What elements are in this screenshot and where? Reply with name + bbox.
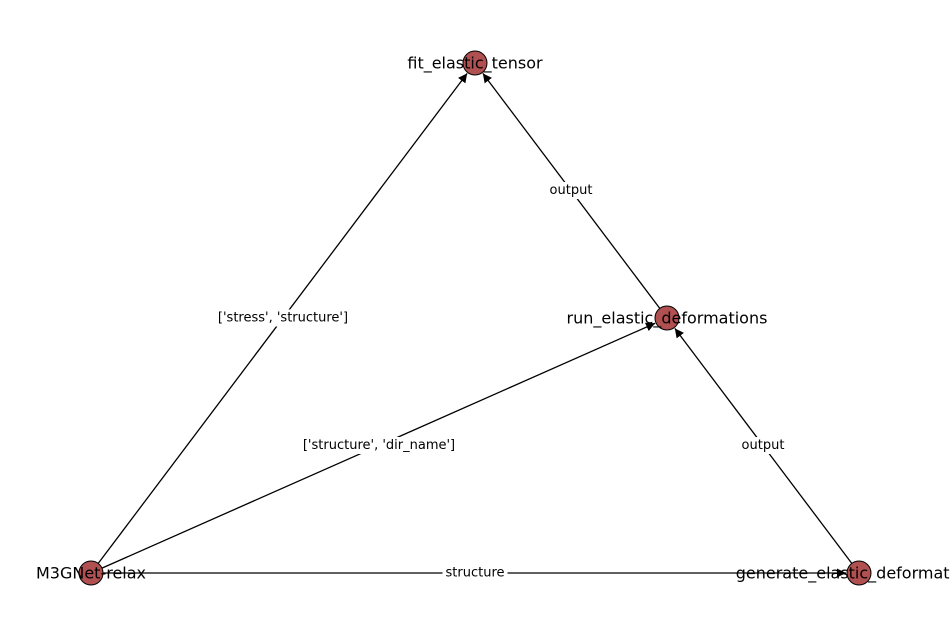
edge-label-relax-to-fit: ['stress', 'structure'] (214, 309, 352, 327)
edge-label-gen-to-run: output (738, 437, 788, 454)
edge-label-text: output (550, 183, 593, 198)
node-label-gen: generate_elastic_deformations (736, 564, 950, 584)
edge-label-run-to-fit: output (546, 182, 596, 199)
node-label-run: run_elastic_deformations (567, 309, 768, 329)
node-label-relax: M3GNet-relax (36, 564, 146, 583)
edge-label-background (442, 564, 508, 582)
node-label-fit: fit_elastic_tensor (407, 54, 543, 74)
node-gen (846, 560, 872, 586)
node-run (654, 305, 680, 331)
edge-label-background (738, 437, 788, 454)
edge-label-relax-to-gen: structure (442, 564, 508, 582)
edge-label-background (299, 437, 459, 454)
edge-label-text: structure (446, 566, 505, 581)
edge-label-background (546, 182, 596, 199)
edge-label-text: ['structure', 'dir_name'] (303, 438, 455, 453)
edge-label-text: output (742, 438, 785, 453)
edge-label-relax-to-run: ['structure', 'dir_name'] (299, 437, 459, 454)
node-relax (78, 560, 104, 586)
edge-label-background (214, 309, 352, 327)
node-fit (462, 50, 488, 76)
edge-label-text: ['stress', 'structure'] (218, 311, 348, 326)
